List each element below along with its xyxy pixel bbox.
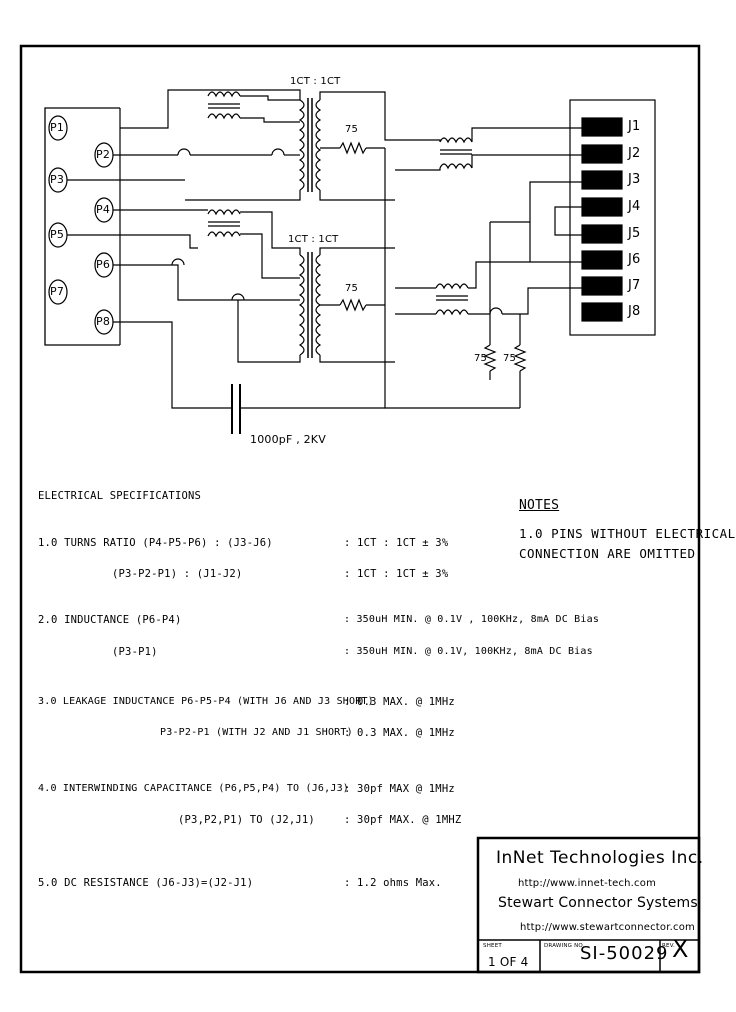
pin-label-j2: J2 (628, 146, 641, 161)
choke-winding (207, 113, 241, 120)
pin-j3-pad (581, 170, 623, 190)
pin-j1-pad (581, 117, 623, 137)
rj45-connector-j-side (569, 99, 656, 336)
spec-1-label: 1.0 TURNS RATIO (P4-P5-P6) : (J3-J6) (38, 537, 273, 549)
resistor-right-bottom (513, 344, 527, 372)
transformer-primary (298, 99, 305, 191)
spec-3b-value: : 0.3 MAX. @ 1MHz (344, 727, 455, 739)
spec-4b-label: (P3,P2,P1) TO (J2,J1) (178, 814, 315, 826)
resistor-top (339, 141, 367, 155)
company-url: http://www.innet-tech.com (518, 878, 657, 889)
spec-1-value: : 1CT : 1CT ± 3% (344, 537, 449, 549)
pin-label-p8: P8 (96, 315, 111, 328)
title-block-frame (476, 836, 701, 974)
pin-label-j1: J1 (628, 119, 641, 134)
rj45-connector-p-side (44, 107, 121, 346)
pin-label-j8: J8 (628, 304, 641, 319)
pin-label-j6: J6 (628, 252, 641, 267)
pin-j4-pad (581, 197, 623, 217)
choke-winding (435, 283, 469, 290)
company2-name: Stewart Connector Systems (498, 895, 698, 911)
spec-2-label: 2.0 INDUCTANCE (P6-P4) (38, 614, 182, 626)
pin-j2-pad (581, 144, 623, 164)
pin-label-p5: P5 (50, 228, 65, 241)
sheet-label: SHEET (483, 943, 502, 949)
spec-5-value: : 1.2 ohms Max. (344, 877, 442, 889)
spec-2-value: : 350uH MIN. @ 0.1V , 100KHz, 8mA DC Bia… (344, 614, 600, 625)
spec-1b-label: (P3-P2-P1) : (J1-J2) (112, 568, 243, 580)
spec-5-label: 5.0 DC RESISTANCE (J6-J3)=(J2-J1) (38, 877, 254, 889)
choke-winding (439, 163, 473, 170)
transformer-secondary (315, 99, 322, 191)
transformer-primary (298, 254, 305, 356)
pin-j8-pad (581, 302, 623, 322)
choke-winding (435, 309, 469, 316)
pin-p7-circle (48, 279, 68, 305)
pin-label-p1: P1 (50, 121, 65, 134)
pin-j5-pad (581, 224, 623, 244)
pin-j6-pad (581, 250, 623, 270)
resistor-left-bottom (483, 344, 497, 372)
choke-winding (207, 209, 241, 216)
notes-line-2: CONNECTION ARE OMITTED (519, 546, 696, 561)
company2-url: http://www.stewartconnector.com (520, 922, 695, 933)
resistor-label-right-bottom: 75 (503, 353, 517, 364)
spec-2b-value: : 350uH MIN. @ 0.1V, 100KHz, 8mA DC Bias (344, 646, 593, 657)
specs-heading: ELECTRICAL SPECIFICATIONS (38, 490, 202, 502)
turns-ratio-label-top: 1CT : 1CT (290, 76, 341, 87)
resistor-label-left-bottom: 75 (474, 353, 488, 364)
pin-label-p4: P4 (96, 203, 111, 216)
drawing-number-label: DRAWING NO. (544, 943, 585, 949)
top-channel-wiring (67, 89, 582, 201)
revision-value: X (672, 935, 689, 963)
pin-label-j3: J3 (628, 172, 641, 187)
revision-label: REV. (662, 943, 675, 949)
choke-winding (207, 231, 241, 238)
pin-label-p7: P7 (50, 285, 65, 298)
spec-3-label: 3.0 LEAKAGE INDUCTANCE P6-P5-P4 (WITH J6… (38, 696, 374, 707)
resistor-mid (339, 298, 367, 312)
spec-4-label: 4.0 INTERWINDING CAPACITANCE (P6,P5,P4) … (38, 783, 350, 794)
capacitor-label: 1000pF , 2KV (250, 433, 326, 446)
pin-label-p2: P2 (96, 148, 111, 161)
transformer-secondary (315, 254, 322, 356)
spec-3-value: : 0.3 MAX. @ 1MHz (344, 696, 455, 708)
pin-label-p6: P6 (96, 258, 111, 271)
company-name: InNet Technologies Inc. (496, 848, 704, 868)
pin-label-j7: J7 (628, 278, 641, 293)
pin-j7-pad (581, 276, 623, 296)
spec-4b-value: : 30pf MAX. @ 1MHZ (344, 814, 462, 826)
sheet-value: 1 OF 4 (488, 955, 529, 969)
notes-line-1: 1.0 PINS WITHOUT ELECTRICAL (519, 526, 736, 541)
spec-2b-label: (P3-P1) (112, 646, 158, 658)
pin-label-j5: J5 (628, 226, 641, 241)
choke-winding (207, 91, 241, 98)
pin-label-j4: J4 (628, 199, 641, 214)
drawing-number-value: SI-50029 (580, 943, 669, 964)
bottom-channel-wiring (67, 148, 582, 434)
notes-title: NOTES (519, 498, 560, 513)
spec-4-value: : 30pf MAX @ 1MHz (344, 783, 455, 795)
drawing-border (19, 44, 701, 974)
spec-3b-label: P3-P2-P1 (WITH J2 AND J1 SHORT) (160, 727, 353, 738)
pin-p1-circle (48, 115, 68, 141)
schematic-diagram (19, 44, 701, 974)
pin-label-p3: P3 (50, 173, 65, 186)
choke-winding (439, 137, 473, 144)
spec-1b-value: : 1CT : 1CT ± 3% (344, 568, 449, 580)
resistor-label-mid: 75 (345, 283, 359, 294)
resistor-label-top: 75 (345, 124, 359, 135)
drawing-sheet: P1 P2 P3 P4 P5 P6 P7 P8 J1 J2 J3 J4 J5 J… (19, 44, 735, 974)
turns-ratio-label-bottom: 1CT : 1CT (288, 234, 339, 245)
